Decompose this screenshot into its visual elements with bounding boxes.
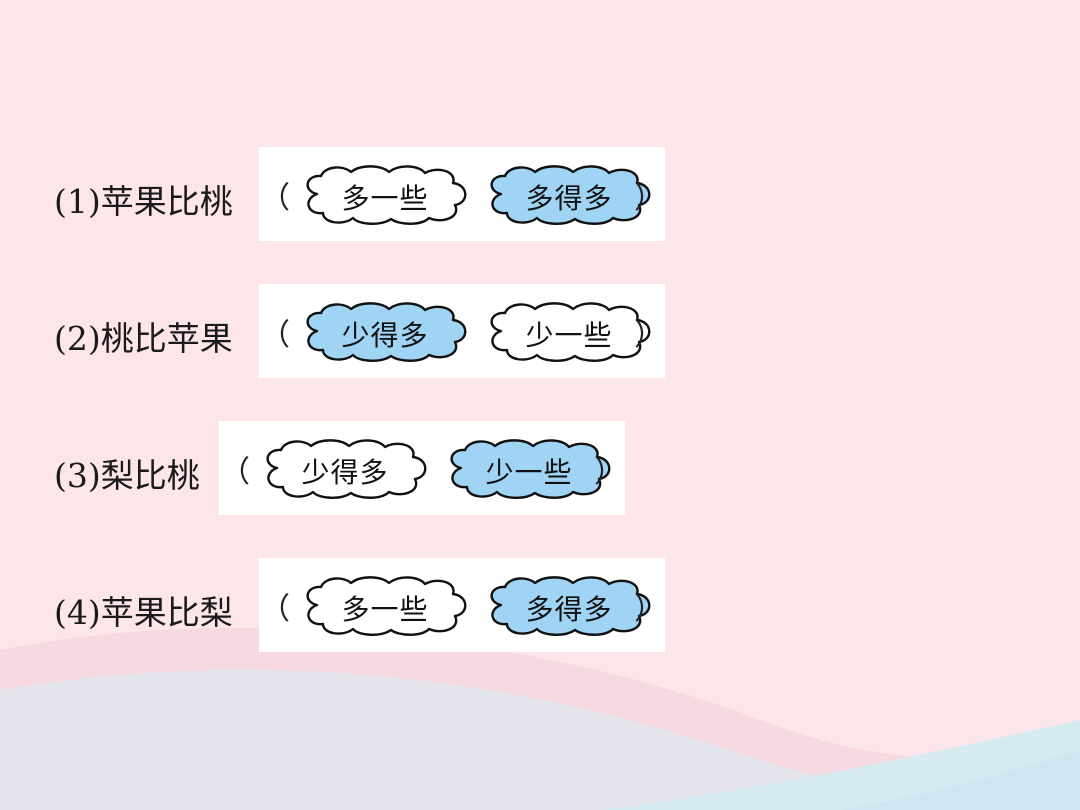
choice-text: 多得多 <box>525 593 613 626</box>
close-paren: ） <box>594 455 624 490</box>
cloud-shape <box>306 165 467 225</box>
choice-cloud-option[interactable]: 多一些 <box>297 574 473 636</box>
close-paren: ） <box>634 592 664 627</box>
choice-text: 少一些 <box>485 456 573 489</box>
choice-text: 少得多 <box>301 456 389 489</box>
choice-text: 多得多 <box>525 182 613 215</box>
cloud-shape <box>306 302 467 362</box>
choice-cloud-option[interactable]: 多得多 <box>481 574 657 636</box>
question-row-1: (1)苹果比桃 （ 多一些 多得多 ） <box>0 147 1080 245</box>
question-label: (4)苹果比梨 <box>54 593 233 632</box>
open-paren: （ <box>260 181 290 216</box>
choice-text: 多一些 <box>341 593 429 626</box>
choice-text: 少得多 <box>341 319 429 352</box>
choice-cloud-option[interactable]: 多一些 <box>297 163 473 225</box>
question-row-2: (2)桃比苹果 （ 少得多 少一些 ） <box>0 284 1080 382</box>
question-label: (1)苹果比桃 <box>54 182 233 221</box>
cloud-shape <box>306 576 467 636</box>
open-paren: （ <box>220 455 250 490</box>
cloud-shape <box>266 439 427 499</box>
wave-band <box>0 669 1080 810</box>
choice-cloud-option[interactable]: 少得多 <box>297 300 473 362</box>
choice-cloud-option[interactable]: 少得多 <box>257 437 433 499</box>
question-row-4: (4)苹果比梨 （ 多一些 多得多 ） <box>0 558 1080 656</box>
close-paren: ） <box>634 181 664 216</box>
choice-cloud-option[interactable]: 少一些 <box>441 437 617 499</box>
cloud-shape <box>490 576 651 636</box>
cloud-shape <box>490 302 651 362</box>
choice-text: 少一些 <box>525 319 613 352</box>
open-paren: （ <box>260 592 290 627</box>
wave-band <box>840 750 1080 810</box>
choice-cloud-option[interactable]: 少一些 <box>481 300 657 362</box>
choice-text: 多一些 <box>341 182 429 215</box>
close-paren: ） <box>634 318 664 353</box>
cloud-shape <box>450 439 611 499</box>
question-label: (2)桃比苹果 <box>54 319 233 358</box>
question-row-3: (3)梨比桃 （ 少得多 少一些 ） <box>0 421 1080 519</box>
open-paren: （ <box>260 318 290 353</box>
question-label: (3)梨比桃 <box>54 456 200 495</box>
choice-cloud-option[interactable]: 多得多 <box>481 163 657 225</box>
cloud-shape <box>490 165 651 225</box>
